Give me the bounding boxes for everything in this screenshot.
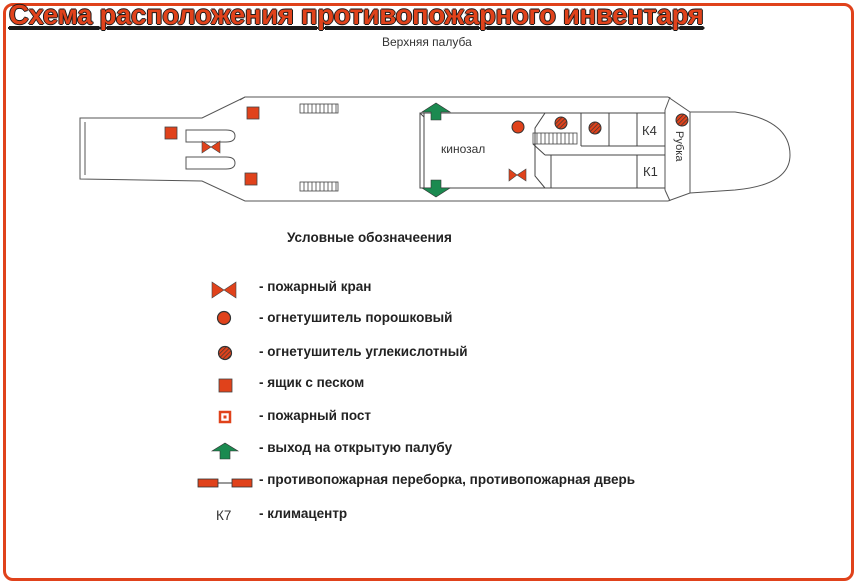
room-label-wheelhouse: Рубка <box>673 131 685 162</box>
room-label-cinema: кинозал <box>441 142 485 156</box>
room-label-k1: К1 <box>643 164 658 179</box>
legend-exit-arrow-icon <box>210 442 240 460</box>
legend-climate-symbol: К7 <box>216 508 231 523</box>
legend-powder-extinguisher-icon <box>216 310 232 326</box>
stairs-icon <box>299 103 578 192</box>
legend-label-post: - пожарный пост <box>259 408 372 423</box>
co2-extinguisher-icon <box>554 113 689 135</box>
legend-label-climate: - климацентр <box>259 506 348 521</box>
legend-label-bulkhead: - противопожарная переборка, противопожа… <box>259 472 636 487</box>
deck-label: Верхняя палуба <box>382 35 472 49</box>
legend-label-sand: - ящик с песком <box>259 375 365 390</box>
legend-label-powder: - огнетушитель порошковый <box>259 310 453 325</box>
legend-fire-post-icon <box>218 410 232 424</box>
legend-co2-extinguisher-icon <box>217 345 233 361</box>
exit-arrow-icon <box>420 102 452 198</box>
ship-outline <box>79 96 791 202</box>
page-title: Схема расположения противопожарного инве… <box>9 0 704 30</box>
aft-structures <box>185 129 236 170</box>
legend-fire-bulkhead-icon <box>197 478 253 488</box>
legend-title: Условные обозначеения <box>287 230 452 245</box>
legend-label-co2: - огнетушитель углекислотный <box>259 344 468 359</box>
legend-sand-box-icon <box>218 378 233 393</box>
legend-label-hydrant: - пожарный кран <box>259 279 372 294</box>
hydrant-icon <box>201 140 527 182</box>
legend-hydrant-icon <box>211 281 237 299</box>
powder-extinguisher-icon <box>511 120 525 134</box>
room-label-k4: К4 <box>642 123 657 138</box>
superstructure <box>419 112 665 189</box>
sand-box-icon <box>164 106 260 186</box>
legend-label-exit: - выход на открытую палубу <box>259 440 453 455</box>
